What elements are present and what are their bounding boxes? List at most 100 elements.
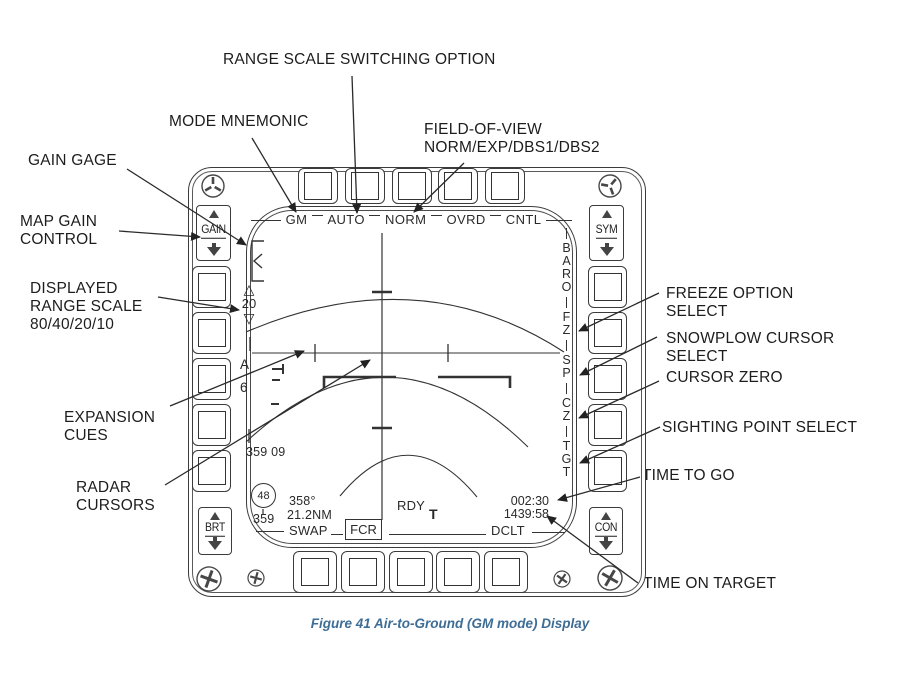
label-time-on-target: TIME ON TARGET — [643, 575, 777, 592]
osb-tick — [430, 215, 442, 216]
swap-label: SWAP — [289, 523, 328, 538]
steerpoint-heading: 359 — [253, 512, 275, 526]
label-radar-cursors: RADAR CURSORS — [76, 479, 155, 514]
osb-inner — [593, 411, 622, 439]
osb-left-3[interactable] — [192, 358, 231, 400]
osb-inner — [197, 273, 226, 301]
cntl-option: CNTL — [505, 212, 542, 227]
osb-left-5[interactable] — [192, 450, 231, 492]
range-distance-value: 21.2NM — [287, 508, 332, 522]
osb-inner — [301, 558, 329, 586]
time-on-target-value: 1439:58 — [503, 507, 549, 521]
snowplow-option: SP — [562, 353, 571, 380]
osb-top-1[interactable] — [298, 168, 338, 204]
osb-tick — [565, 297, 568, 308]
sighting-number: 6 — [240, 380, 248, 395]
osb-inner — [444, 172, 472, 200]
osb-tick — [311, 215, 323, 216]
label-time-to-go: TIME TO GO — [642, 467, 735, 484]
con-rocker[interactable]: CON — [589, 507, 623, 555]
mode-mnemonic-value: GM — [285, 212, 308, 227]
cursor-position-value: 359 09 — [246, 445, 286, 459]
displayed-range-scale: △ 20 ▽ — [237, 282, 261, 325]
osb-right-2[interactable] — [588, 312, 627, 354]
osb-inner — [593, 319, 622, 347]
osb-tick — [565, 340, 568, 351]
osb-bottom-2[interactable] — [341, 551, 385, 593]
osb-left-4[interactable] — [192, 404, 231, 446]
figure-caption: Figure 41 Air-to-Ground (GM mode) Displa… — [310, 616, 590, 631]
label-displayed-range-scale: DISPLAYED RANGE SCALE 80/40/20/10 — [30, 280, 143, 333]
up-arrow-icon — [210, 512, 220, 520]
border-segment — [256, 531, 284, 532]
border-segment — [331, 534, 343, 535]
up-arrow-icon — [208, 210, 219, 218]
osb-left-1[interactable] — [192, 266, 231, 308]
down-arrow-icon — [599, 243, 614, 256]
down-arrow-icon — [208, 537, 222, 550]
target-designator-symbol: T — [429, 506, 438, 522]
sighting-letter: A — [240, 357, 250, 372]
osb-top-3[interactable] — [392, 168, 432, 204]
osb-inner — [444, 558, 472, 586]
time-block: 002:30 1439:58 — [487, 495, 549, 521]
osb-inner — [304, 172, 332, 200]
border-segment — [389, 534, 486, 535]
osb-inner — [351, 172, 379, 200]
down-arrow-icon — [599, 537, 613, 550]
osb-right-3[interactable] — [588, 358, 627, 400]
osb-bottom-3[interactable] — [389, 551, 433, 593]
osb-bottom-1[interactable] — [293, 551, 337, 593]
osb-tick — [369, 215, 381, 216]
target-option: TGT — [561, 439, 572, 479]
down-arrow-icon — [206, 243, 221, 256]
label-gain-gage: GAIN GAGE — [28, 152, 117, 169]
osb-right-1[interactable] — [588, 266, 627, 308]
osb-inner — [349, 558, 377, 586]
osb-bottom-5[interactable] — [484, 551, 528, 593]
osb-tick — [490, 215, 502, 216]
rocker-label: SYM — [595, 223, 618, 239]
label-mode-mnemonic: MODE MNEMONIC — [169, 113, 309, 130]
label-range-scale-switching: RANGE SCALE SWITCHING OPTION — [223, 51, 496, 68]
baro-option: BARO — [561, 241, 572, 294]
osb-right-4[interactable] — [588, 404, 627, 446]
status-ready: RDY — [397, 498, 426, 513]
osb-top-4[interactable] — [438, 168, 478, 204]
label-sighting-point: SIGHTING POINT SELECT — [662, 419, 858, 436]
label-field-of-view: FIELD-OF-VIEW NORM/EXP/DBS1/DBS2 — [424, 121, 600, 156]
label-snowplow-cursor: SNOWPLOW CURSOR SELECT — [666, 330, 835, 365]
gain-rocker[interactable]: GAIN — [196, 205, 231, 261]
osb-inner — [397, 558, 425, 586]
osb-tick — [565, 228, 568, 239]
cursor-zero-option: CZ — [561, 396, 572, 423]
sym-rocker[interactable]: SYM — [589, 205, 624, 261]
time-to-go-value: 002:30 — [510, 494, 549, 508]
range-increase-icon: △ — [243, 281, 255, 297]
border-segment — [532, 532, 565, 533]
osb-inner — [491, 172, 519, 200]
osb-inner — [492, 558, 520, 586]
border-segment — [545, 220, 572, 221]
border-segment — [251, 220, 281, 221]
label-expansion-cues: EXPANSION CUES — [64, 409, 156, 444]
rocker-label: GAIN — [201, 223, 226, 239]
osb-inner — [593, 457, 622, 485]
osb-inner — [197, 319, 226, 347]
osb-inner — [398, 172, 426, 200]
up-arrow-icon — [601, 210, 612, 218]
ovrd-option: OVRD — [446, 212, 486, 227]
osb-top-2[interactable] — [345, 168, 385, 204]
osb-bottom-4[interactable] — [436, 551, 480, 593]
brt-rocker[interactable]: BRT — [198, 507, 232, 555]
bearing-value: 358° — [289, 494, 316, 508]
display-top-row: GM AUTO NORM OVRD CNTL — [251, 212, 572, 227]
osb-inner — [197, 457, 226, 485]
osb-left-2[interactable] — [192, 312, 231, 354]
osb-top-5[interactable] — [485, 168, 525, 204]
osb-inner — [197, 411, 226, 439]
up-arrow-icon — [601, 512, 611, 520]
osb-right-5[interactable] — [588, 450, 627, 492]
rocker-label: BRT — [205, 521, 225, 537]
